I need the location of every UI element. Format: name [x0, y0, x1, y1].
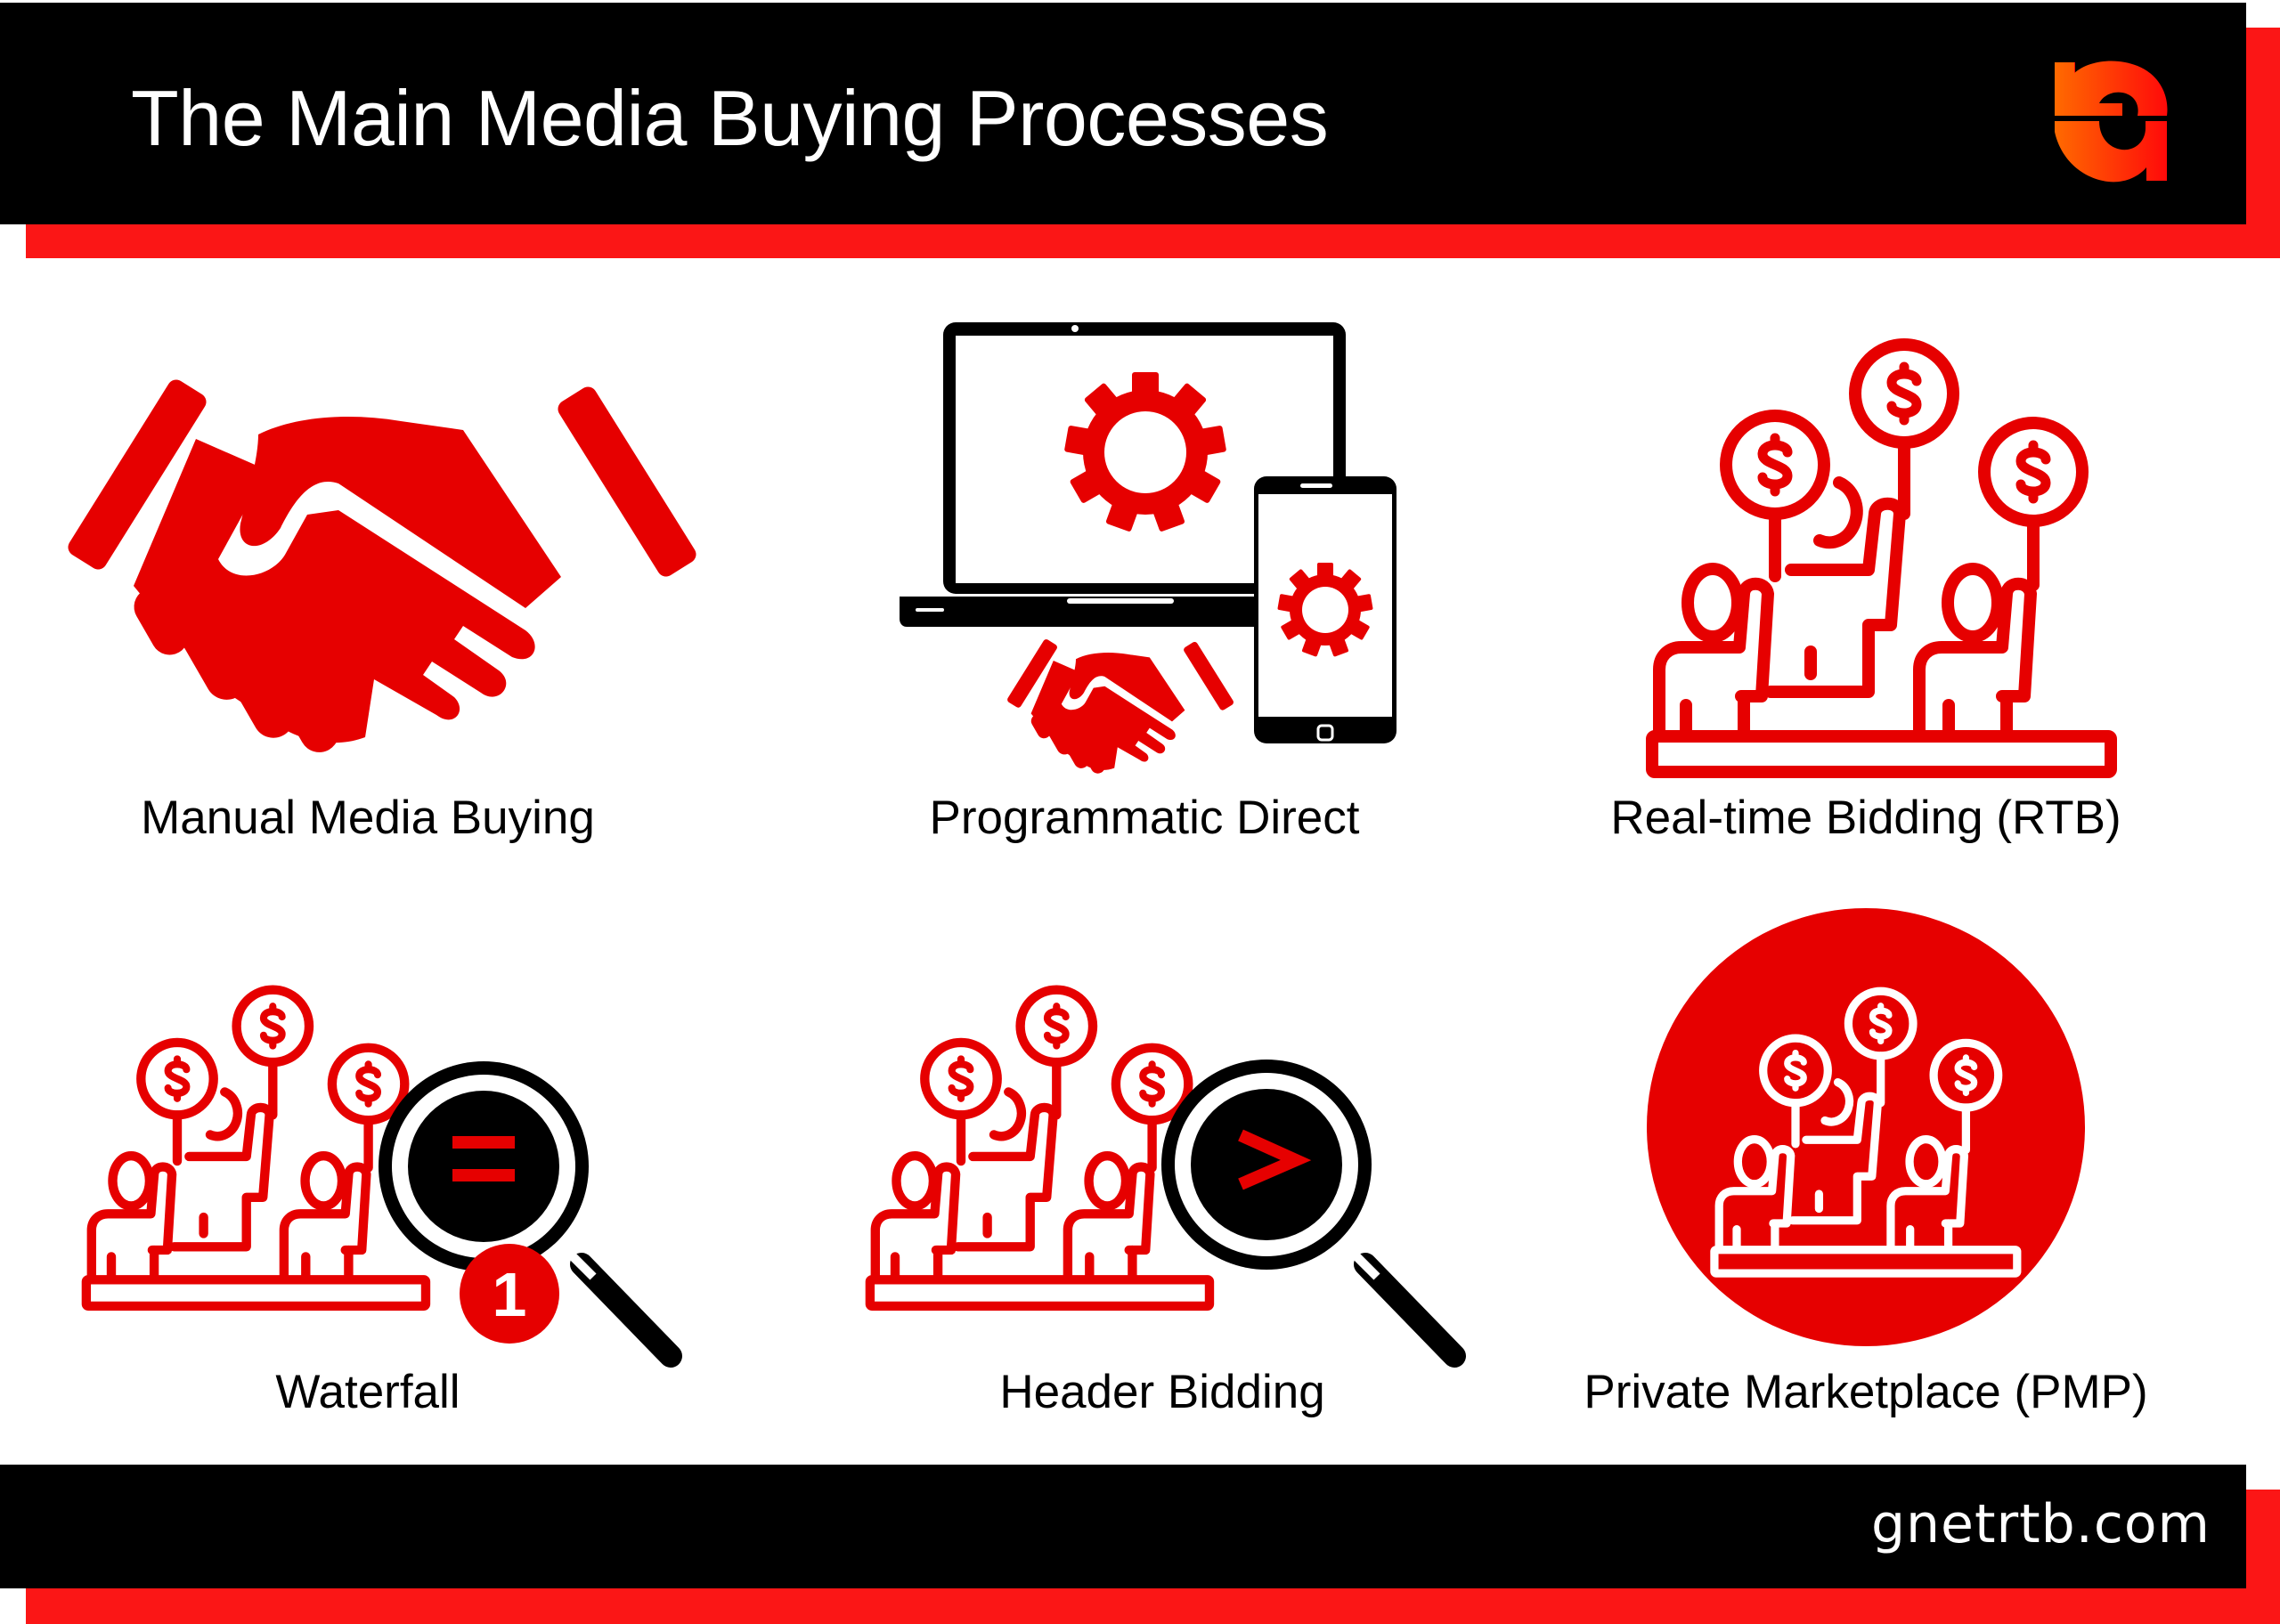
- website-link[interactable]: gnetrtb.com: [1870, 1493, 2211, 1555]
- handshake-icon: [68, 379, 696, 752]
- process-label-programmatic-direct: Programmatic Direct: [929, 792, 1360, 844]
- bidders-in-circle-icon: [1647, 908, 2085, 1346]
- process-label-manual: Manual Media Buying: [141, 792, 595, 844]
- bidders-magnifier-equals-icon: 1: [78, 987, 682, 1368]
- gnetrtb-logo-icon: [2055, 61, 2168, 183]
- bidders-magnifier-greater-than-icon: [862, 987, 1466, 1368]
- bidders-icon: [1641, 340, 2122, 785]
- laptop-phone-gears-handshake-icon: [900, 322, 1396, 774]
- header-bar: [0, 3, 2246, 224]
- process-label-rtb: Real-time Bidding (RTB): [1610, 792, 2121, 844]
- footer-bar: [0, 1465, 2246, 1588]
- page-title: The Main Media Buying Processes: [131, 74, 1329, 162]
- waterfall-badge-number: 1: [493, 1260, 527, 1329]
- process-label-header-bidding: Header Bidding: [999, 1366, 1325, 1418]
- process-label-pmp: Private Marketplace (PMP): [1584, 1366, 2148, 1418]
- process-label-waterfall: Waterfall: [275, 1366, 460, 1418]
